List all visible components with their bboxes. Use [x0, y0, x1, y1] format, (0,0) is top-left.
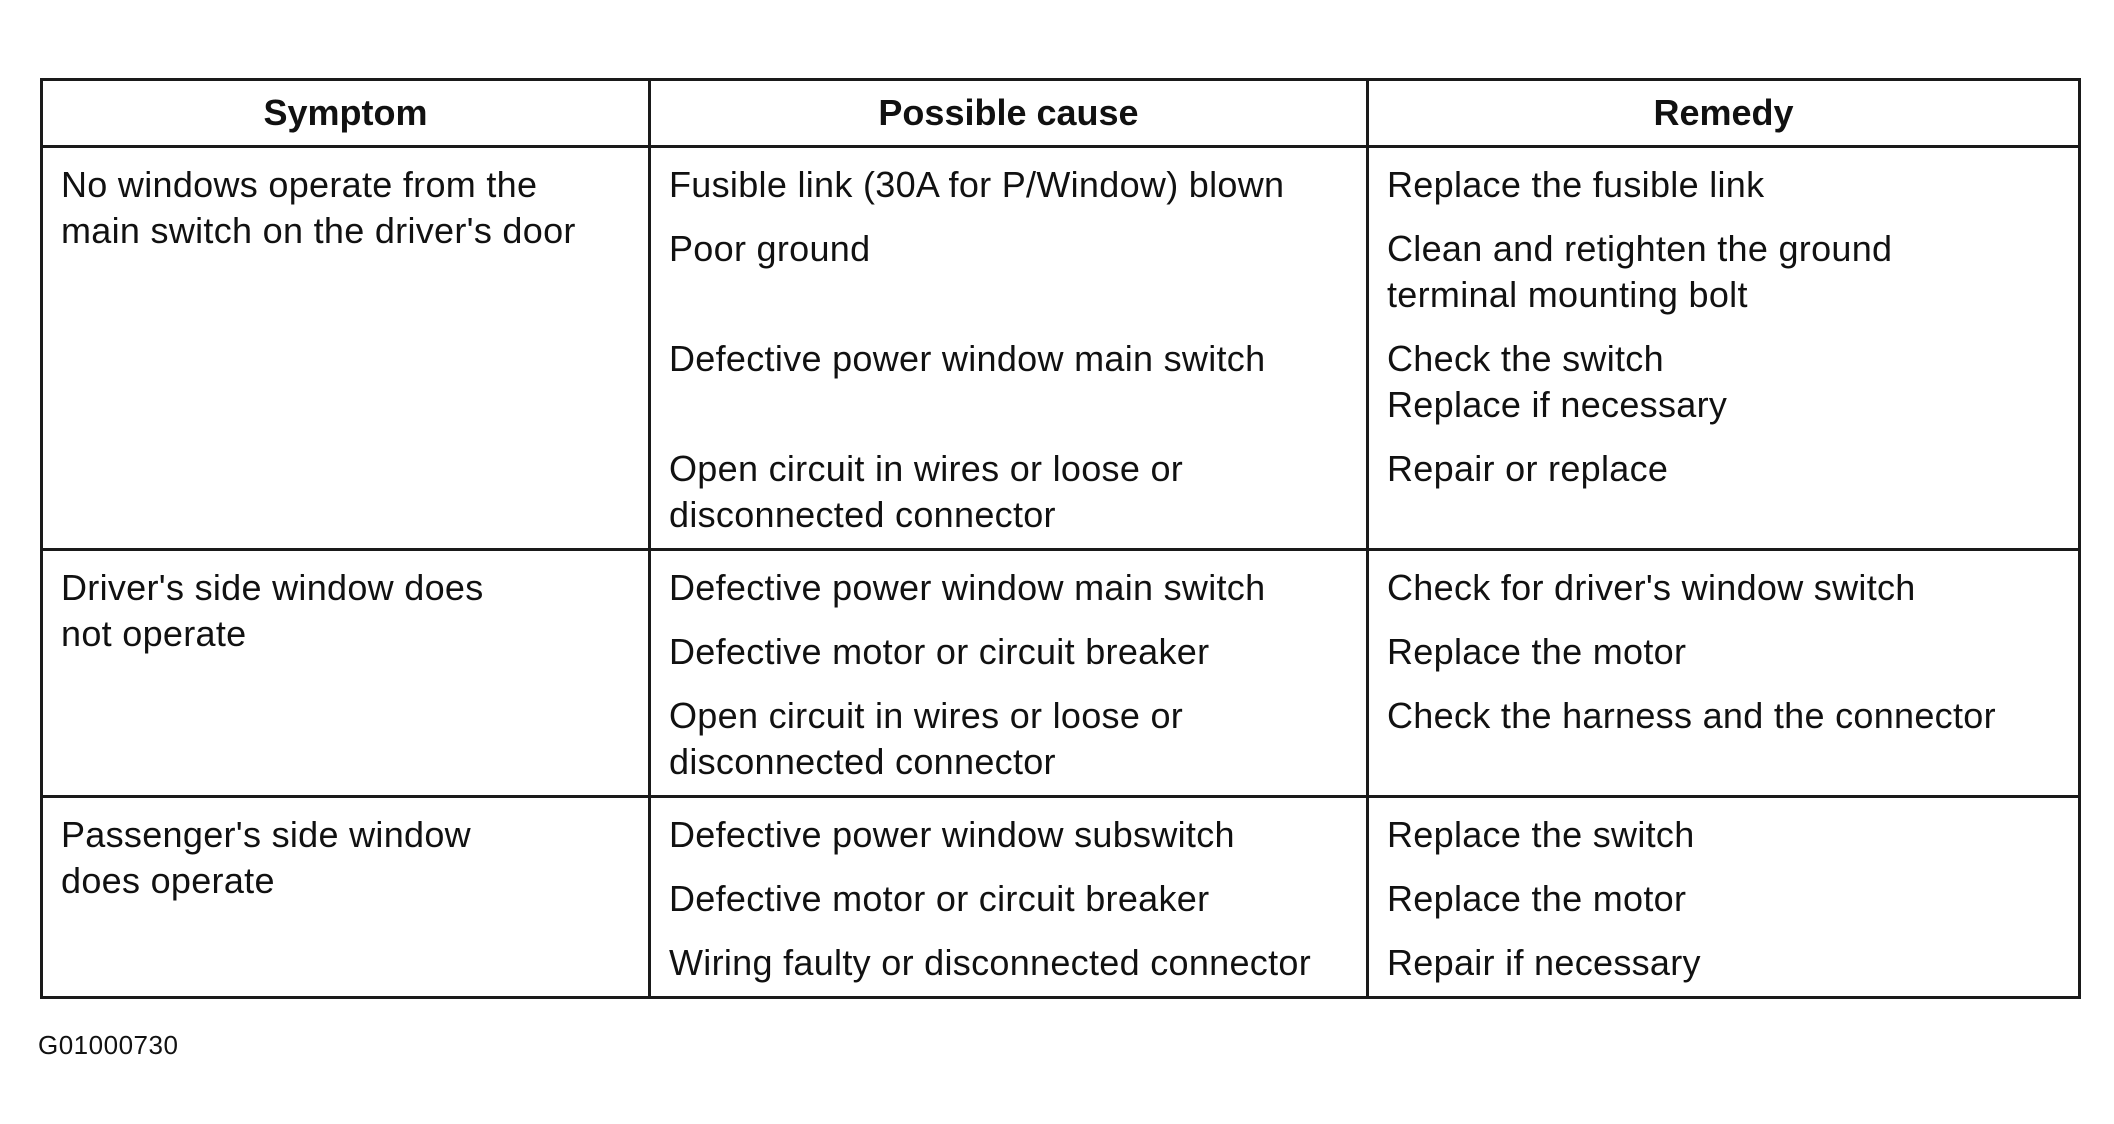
symptom-text: Driver's side window does not operate [61, 567, 484, 654]
remedy-text: Check for driver's window switch [1387, 567, 1916, 608]
diagnosis-table-container: Symptom Possible cause Remedy No windows… [40, 78, 2081, 999]
table-row: Driver's side window does not operate De… [40, 548, 2081, 798]
header-possible-cause: Possible cause [648, 78, 1369, 148]
cause-cell: Defective motor or circuit breaker [648, 868, 1369, 932]
cause-text: Defective power window subswitch [669, 814, 1235, 855]
table-row: No windows operate from the main switch … [40, 145, 2081, 551]
cause-text: Fusible link (30A for P/Window) blown [669, 164, 1285, 205]
table-row: Defective motor or circuit breaker Repla… [42, 621, 2081, 685]
cause-cell: Defective power window main switch [648, 548, 1369, 621]
header-symptom: Symptom [40, 78, 651, 148]
table-row: Passenger's side window does operate Def… [40, 795, 2081, 999]
remedy-cell: Replace the fusible link [1366, 145, 2081, 218]
symptom-cell: No windows operate from the main switch … [40, 145, 651, 551]
remedy-text: Replace the switch [1387, 814, 1695, 855]
remedy-text: Replace the motor [1387, 631, 1687, 672]
table-row: Wiring faulty or disconnected connector … [42, 932, 2081, 999]
symptom-cell: Passenger's side window does operate [40, 795, 651, 999]
remedy-text: Repair or replace [1387, 448, 1669, 489]
remedy-cell: Replace the motor [1366, 621, 2081, 685]
remedy-cell: Repair if necessary [1366, 932, 2081, 999]
cause-text: Defective motor or circuit breaker [669, 878, 1210, 919]
cause-text: Poor ground [669, 228, 871, 269]
table-row: Defective power window main switch Check… [42, 328, 2081, 438]
cause-cell: Open circuit in wires or loose or discon… [648, 685, 1369, 798]
header-row: Symptom Possible cause Remedy [40, 78, 2081, 148]
remedy-text: Check the harness and the connector [1387, 695, 1996, 736]
table-row: Open circuit in wires or loose or discon… [42, 438, 2081, 551]
remedy-cell: Clean and retighten the ground terminal … [1366, 218, 2081, 328]
symptom-text: No windows operate from the main switch … [61, 164, 576, 251]
figure-code: G01000730 [38, 1030, 179, 1060]
cause-cell: Open circuit in wires or loose or discon… [648, 438, 1369, 551]
diagnosis-table: Symptom Possible cause Remedy No windows… [40, 78, 2081, 999]
remedy-cell: Check the switch Replace if necessary [1366, 328, 2081, 438]
cause-cell: Wiring faulty or disconnected connector [648, 932, 1369, 999]
remedy-cell: Replace the motor [1366, 868, 2081, 932]
cause-text: Defective power window main switch [669, 338, 1266, 379]
symptom-cell: Driver's side window does not operate [40, 548, 651, 798]
table-row: Defective motor or circuit breaker Repla… [42, 868, 2081, 932]
cause-text: Defective power window main switch [669, 567, 1266, 608]
cause-text: Wiring faulty or disconnected connector [669, 942, 1312, 983]
remedy-text: Clean and retighten the ground terminal … [1387, 228, 1893, 315]
table-row: Poor ground Clean and retighten the grou… [42, 218, 2081, 328]
remedy-cell: Repair or replace [1366, 438, 2081, 551]
table-row: Open circuit in wires or loose or discon… [42, 685, 2081, 798]
remedy-text: Repair if necessary [1387, 942, 1701, 983]
remedy-text: Check the switch Replace if necessary [1387, 338, 1728, 425]
cause-cell: Defective power window main switch [648, 328, 1369, 438]
remedy-text: Replace the motor [1387, 878, 1687, 919]
cause-text: Open circuit in wires or loose or discon… [669, 448, 1184, 535]
header-remedy: Remedy [1366, 78, 2081, 148]
remedy-cell: Check the harness and the connector [1366, 685, 2081, 798]
cause-cell: Defective power window subswitch [648, 795, 1369, 868]
cause-text: Open circuit in wires or loose or discon… [669, 695, 1184, 782]
cause-cell: Fusible link (30A for P/Window) blown [648, 145, 1369, 218]
remedy-cell: Replace the switch [1366, 795, 2081, 868]
cause-text: Defective motor or circuit breaker [669, 631, 1210, 672]
remedy-text: Replace the fusible link [1387, 164, 1765, 205]
cause-cell: Defective motor or circuit breaker [648, 621, 1369, 685]
symptom-text: Passenger's side window does operate [61, 814, 471, 901]
cause-cell: Poor ground [648, 218, 1369, 328]
remedy-cell: Check for driver's window switch [1366, 548, 2081, 621]
